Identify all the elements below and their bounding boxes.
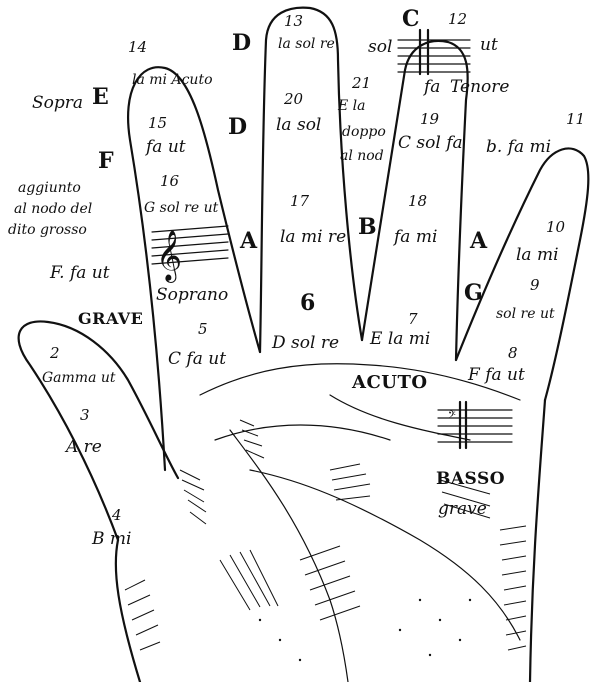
label-grave-lower: grave — [438, 499, 487, 519]
label-dito-grosso: dito grosso — [8, 222, 87, 238]
label-al-nod: al nod — [340, 148, 384, 164]
label-f-faut-left: F. fa ut — [49, 263, 110, 283]
label-la-mi-re: la mi re — [280, 227, 346, 247]
label-n19: 19 — [420, 110, 440, 128]
label-n16: 16 — [160, 172, 180, 190]
label-sol-re-ut: sol re ut — [496, 306, 555, 322]
little-finger-outline — [456, 148, 588, 400]
treble-clef-icon: 𝄞 — [156, 230, 182, 283]
label-la-sol-20: la sol — [276, 115, 321, 135]
bass-clef-icon: 𝄢 — [448, 409, 456, 423]
label-g-sol-re-ut: G sol re ut — [144, 200, 219, 216]
label-tenore: Tenore — [450, 77, 509, 97]
label-ut-top: ut — [480, 35, 498, 55]
label-fa-mi: fa mi — [392, 227, 437, 247]
label-n7: 7 — [408, 310, 418, 328]
label-la-mi-acuto: la mi Acuto — [132, 72, 213, 88]
palm-stipple — [259, 599, 471, 661]
label-basso: BASSO — [436, 469, 505, 489]
label-e-la-mi: E la mi — [369, 329, 430, 349]
label-n10: 10 — [546, 218, 566, 236]
label-f-fa-ut-right: F fa ut — [467, 365, 525, 385]
label-n21: 21 — [351, 74, 371, 92]
label-n18: 18 — [408, 192, 427, 210]
palm-hatching — [125, 420, 526, 650]
label-al-nodo-del: al nodo del — [14, 201, 92, 217]
label-n6: 6 — [300, 290, 315, 316]
label-la-mi-10: la mi — [516, 245, 559, 265]
label-n11: 11 — [566, 110, 585, 128]
label-b-mi: B mi — [91, 529, 131, 549]
label-n15: 15 — [148, 114, 167, 132]
label-sopra: Sopra — [32, 93, 83, 113]
label-gamma-ut: Gamma ut — [42, 370, 116, 386]
label-grave: GRAVE — [78, 309, 143, 328]
label-d-mid: D — [228, 114, 247, 140]
label-n17: 17 — [290, 192, 310, 210]
label-e-top: E — [92, 84, 109, 110]
staff-palm: 𝄢 — [438, 402, 512, 448]
staff-index: 𝄞 — [152, 226, 228, 283]
label-n13: 13 — [284, 12, 303, 30]
label-n5: 5 — [198, 320, 208, 338]
label-acuto: ACUTO — [351, 372, 428, 393]
label-d-top: D — [232, 30, 251, 56]
label-n4: 4 — [111, 506, 122, 524]
label-fa-ut-15: fa ut — [144, 137, 186, 157]
palm-crease-life — [250, 470, 520, 640]
label-c-top: C — [402, 6, 420, 32]
label-n3: 3 — [80, 406, 90, 424]
palm-right-edge — [530, 400, 545, 682]
label-aggiunto: aggiunto — [18, 180, 81, 196]
label-a-re: A re — [64, 437, 102, 457]
label-n12: 12 — [448, 10, 467, 28]
label-e-la: E la — [337, 98, 366, 114]
label-a-mid: A — [239, 228, 258, 254]
label-la-sol-re: la sol re — [278, 36, 335, 52]
label-d-sol-re: D sol re — [271, 333, 339, 353]
palm-crease-mid — [215, 425, 390, 440]
label-n20: 20 — [283, 90, 304, 108]
label-c-fa-ut: C fa ut — [168, 349, 226, 369]
staff-middle-top — [398, 30, 470, 74]
palm-crease-lower — [230, 430, 348, 682]
label-n8: 8 — [508, 344, 518, 362]
palm-left-edge — [116, 540, 140, 682]
label-c-sol-fa: C sol fa — [398, 133, 463, 153]
label-n9: 9 — [530, 276, 540, 294]
label-a-right: A — [469, 228, 488, 254]
label-b-fa-mi: b. fa mi — [486, 137, 551, 157]
label-fa-tenore: fa — [422, 77, 440, 97]
label-g-right: G — [464, 280, 483, 306]
label-n2: 2 — [49, 344, 60, 362]
label-doppo: doppo — [342, 124, 386, 140]
label-n14: 14 — [128, 38, 147, 56]
thumb-outline — [19, 321, 178, 540]
label-sol-top: sol — [368, 37, 392, 57]
label-b-mid: B — [358, 214, 377, 240]
label-soprano: Soprano — [156, 285, 228, 305]
label-f-left: F — [98, 148, 114, 174]
